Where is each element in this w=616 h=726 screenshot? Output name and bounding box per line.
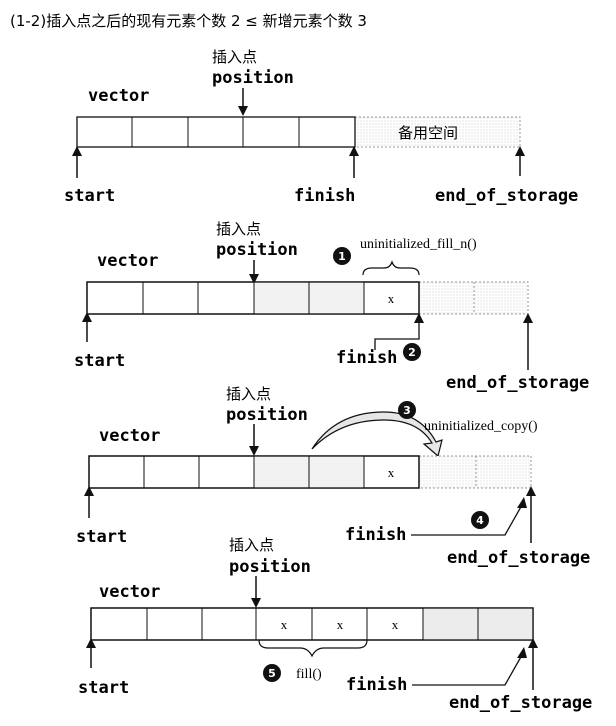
finish-label: finish [345,525,406,545]
finish-pointer [411,504,523,536]
finish-label: finish [336,348,397,368]
step-3-badge [398,401,416,419]
finish-pointer [374,321,420,350]
insert-point-label: 插入点 [229,536,274,554]
position-label: position [212,68,294,88]
finish-arrowhead [517,647,527,658]
shaded-cell [309,456,364,488]
step-1-badge [333,247,351,265]
position-arrowhead [249,446,259,456]
step-1-number: 1 [338,250,346,263]
end-of-storage-label: end_of_storage [435,186,578,206]
copy-arrow [311,411,443,458]
step-3-number: 3 [403,404,411,417]
end-of-storage-arrowhead [523,313,533,323]
step-2-number: 2 [408,346,416,359]
start-label: start [64,186,115,206]
end-of-storage-label: end_of_storage [449,693,592,713]
step-5-number: 5 [268,667,276,680]
vector-label: vector [99,426,160,446]
position-label: position [216,240,298,260]
shaded-cell [423,608,478,640]
step-2-badge [403,343,421,361]
insert-point-label: 插入点 [226,385,271,403]
end-of-storage-arrowhead [526,486,536,496]
panel-1: 插入点 position vector 备用空间 start finish en… [64,48,578,206]
start-label: start [78,678,129,698]
end-of-storage-label: end_of_storage [446,373,589,393]
new-element-cell: x [388,291,395,306]
step-4-badge [471,511,489,529]
finish-arrowhead [349,146,359,156]
new-element-cell: x [388,465,395,480]
start-arrowhead [84,486,94,496]
step-5-label: fill() [296,667,322,682]
panel-4: 插入点 position vector x x x 5 fill() start… [78,536,592,713]
vector-outline [86,281,420,315]
filled-cell: x [337,617,344,632]
position-label: position [226,405,308,425]
spare-space [418,455,532,489]
fill-brace [258,639,368,658]
start-arrowhead [82,312,92,322]
position-arrowhead [251,598,261,608]
fill-brace [362,260,420,276]
position-arrowhead [249,274,259,284]
insert-point-label: 插入点 [212,48,257,66]
step-3-label: uninitialized_copy() [424,419,538,434]
start-arrowhead [72,146,82,156]
shaded-cell [478,608,533,640]
start-arrowhead [86,638,96,648]
finish-arrowhead [414,313,424,323]
step-1-label: uninitialized_fill_n() [360,237,477,252]
insert-point-label: 插入点 [216,220,261,238]
finish-label: finish [294,186,355,206]
end-of-storage-arrowhead [515,146,525,156]
shaded-cell [309,282,364,314]
start-label: start [76,527,127,547]
vector-body [76,116,356,148]
end-of-storage-arrowhead [528,638,538,648]
step-4-number: 4 [476,514,484,527]
position-arrowhead [238,106,248,116]
end-of-storage-label: end_of_storage [447,548,590,568]
vector-label: vector [97,251,158,271]
vector-label: vector [88,86,149,106]
finish-pointer [412,654,523,686]
filled-cell: x [392,617,399,632]
finish-label: finish [346,675,407,695]
spare-space [354,116,521,148]
start-label: start [74,351,125,371]
vector-body [86,281,420,315]
position-label: position [229,557,311,577]
filled-cell: x [281,617,288,632]
caption: (1-2)插入点之后的现有元素个数 2 ≤ 新增元素个数 3 [10,12,367,30]
step-5-badge [263,664,281,682]
shaded-cell [254,456,309,488]
spare-space-label: 备用空间 [398,124,458,142]
panel-3: 插入点 position vector 3 uninitialized_copy… [76,385,590,568]
shaded-cell [254,282,309,314]
panel-2: 插入点 position vector 1 uninitialized_fill… [74,220,589,393]
finish-arrowhead [517,497,527,508]
vector-label: vector [99,582,160,602]
